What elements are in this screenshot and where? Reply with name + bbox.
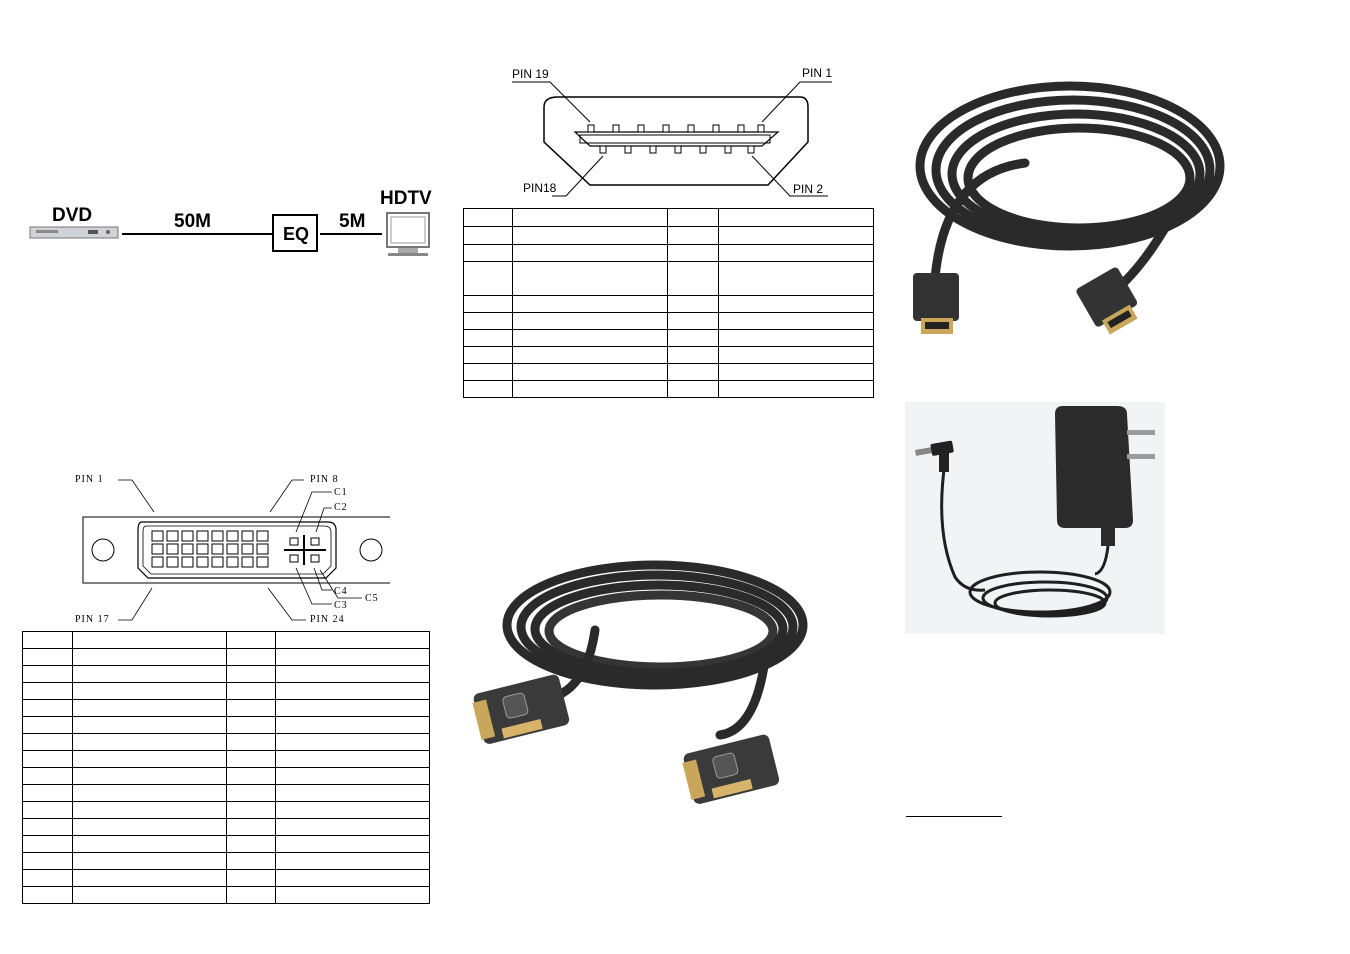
table-row: [462, 346, 875, 364]
dvi-c1-label: C1: [334, 487, 348, 498]
table-row: [21, 631, 431, 649]
dvi-cable-photo: [472, 560, 808, 804]
hdmi-cable-photo: [913, 81, 1225, 335]
table-row: [21, 682, 431, 700]
table-row: [21, 784, 431, 802]
table-row: [21, 648, 431, 666]
table-row: [462, 226, 875, 245]
power-adapter-photo: [905, 402, 1165, 634]
dvd-player-icon: [29, 226, 119, 239]
hdmi-pin2-label: PIN 2: [793, 182, 824, 196]
dvi-c5-label: C5: [365, 593, 379, 604]
table-row: [462, 208, 875, 227]
dvi-c2-label: C2: [334, 502, 348, 513]
table-row: [21, 835, 431, 853]
hdmi-pin1-label: PIN 1: [802, 66, 833, 80]
dvi-connector-drawing: [82, 479, 390, 621]
dvi-pin-table: [21, 631, 431, 904]
table-row: [462, 295, 875, 313]
eq-box: [272, 214, 318, 252]
hdmi-pin18-label: PIN18: [523, 181, 557, 195]
dvi-pin1-label: PIN 1: [75, 474, 104, 485]
dvi-pin8-label: PIN 8: [310, 474, 339, 485]
table-row: [21, 716, 431, 734]
eq-label: EQ: [283, 224, 310, 244]
table-row: [21, 699, 431, 717]
table-row: [21, 733, 431, 751]
table-row: [21, 665, 431, 683]
length-5m-label: 5M: [339, 211, 366, 232]
dvd-label: DVD: [52, 205, 93, 226]
hdmi-pin-table: [462, 208, 875, 398]
table-row: [21, 869, 431, 887]
monitor-icon: [386, 212, 430, 256]
hdtv-label: HDTV: [380, 188, 432, 209]
table-row: [462, 380, 875, 398]
table-row: [462, 261, 875, 296]
dvi-pin24-label: PIN 24: [310, 614, 345, 625]
table-row: [21, 886, 431, 904]
table-row: [462, 244, 875, 262]
table-row: [21, 801, 431, 819]
cable-line-5m: [320, 233, 382, 235]
table-row: [462, 363, 875, 381]
table-row: [21, 818, 431, 836]
hdmi-connector-drawing: [512, 81, 832, 197]
table-row: [21, 852, 431, 870]
dvi-c3-label: C3: [334, 600, 348, 611]
table-row: [21, 767, 431, 785]
underline-rule: [906, 816, 1002, 817]
table-row: [21, 750, 431, 768]
hdmi-pin19-label: PIN 19: [512, 67, 549, 81]
dvi-pin17-label: PIN 17: [75, 614, 110, 625]
dvi-c4-label: C4: [334, 586, 348, 597]
table-row: [462, 329, 875, 347]
length-50m-label: 50M: [174, 211, 211, 232]
cable-line-50m: [122, 233, 272, 235]
table-row: [462, 312, 875, 330]
